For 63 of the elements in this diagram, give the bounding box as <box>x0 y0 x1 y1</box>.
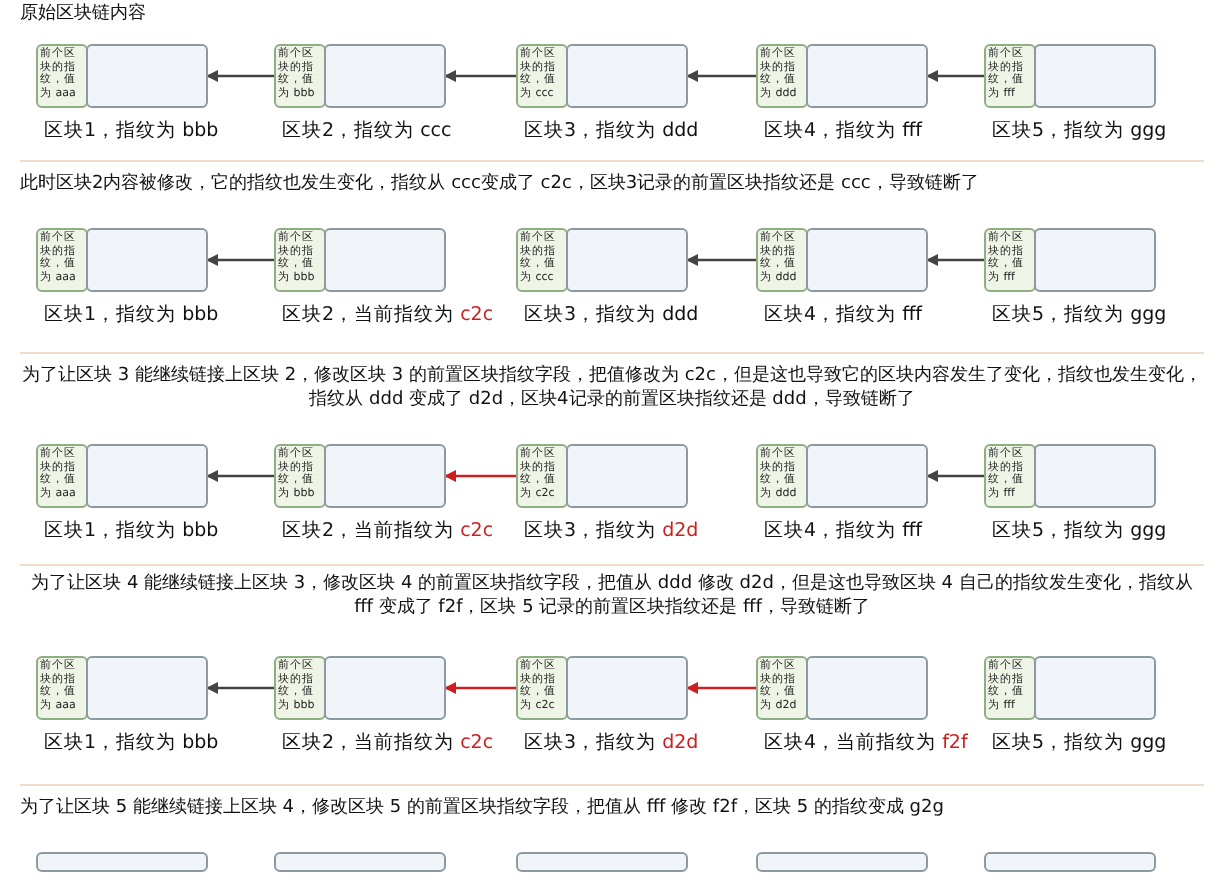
arrow <box>206 682 274 694</box>
arrow <box>686 254 756 266</box>
block-box <box>756 44 928 108</box>
block-box <box>274 228 446 292</box>
block-box <box>36 228 208 292</box>
block-box <box>984 44 1156 108</box>
block-caption: 区块2，当前指纹为 c2c <box>282 518 494 544</box>
arrow <box>686 70 756 82</box>
block-box <box>756 656 928 720</box>
block-box <box>984 444 1156 508</box>
block-box <box>36 852 208 872</box>
arrow <box>444 682 516 694</box>
block-box <box>274 444 446 508</box>
block-box <box>36 44 208 108</box>
arrow <box>926 254 984 266</box>
block-caption: 区块4，指纹为 fff <box>764 302 922 328</box>
block-caption: 区块3，指纹为 ddd <box>524 118 699 144</box>
block-box <box>516 656 688 720</box>
arrow <box>686 682 756 694</box>
block-caption: 区块4，指纹为 fff <box>764 118 922 144</box>
block-box <box>36 444 208 508</box>
block-caption: 区块5，指纹为 ggg <box>992 118 1167 144</box>
block-caption: 区块1，指纹为 bbb <box>44 730 219 756</box>
block-caption: 区块3，指纹为 d2d <box>524 730 699 756</box>
arrow <box>206 470 274 482</box>
arrow <box>206 70 274 82</box>
block-box <box>36 656 208 720</box>
arrow <box>926 470 984 482</box>
block-caption: 区块4，指纹为 fff <box>764 518 922 544</box>
block-caption: 区块1，指纹为 bbb <box>44 302 219 328</box>
explanation-text: 此时区块2内容被修改，它的指纹也发生变化，指纹从 ccc变成了 c2c，区块3记录的前置区块指纹还是 ccc，导致链断了 <box>20 172 981 196</box>
block-caption: 区块1，指纹为 bbb <box>44 118 219 144</box>
block-box <box>516 228 688 292</box>
block-caption: 区块2，指纹为 ccc <box>282 118 452 144</box>
block-caption: 区块1，指纹为 bbb <box>44 518 219 544</box>
block-box <box>756 444 928 508</box>
arrow <box>444 470 516 482</box>
block-caption: 区块2，当前指纹为 c2c <box>282 730 494 756</box>
block-box <box>756 852 928 872</box>
block-caption: 区块3，指纹为 d2d <box>524 518 699 544</box>
block-box <box>274 44 446 108</box>
arrow <box>926 70 984 82</box>
block-box <box>756 228 928 292</box>
block-box <box>516 852 688 872</box>
block-box <box>274 852 446 872</box>
block-box <box>516 44 688 108</box>
block-box <box>274 656 446 720</box>
block-box <box>984 228 1156 292</box>
explanation-text: 为了让区块 3 能继续链接上区块 2，修改区块 3 的前置区块指纹字段，把值修改为 c2c，但是这也导致它的区块内容发生了变化，指纹也发生变化，指纹从 ddd 变成了 d2d，区块4记录的前置区块指纹还是 ddd，导致链断了 <box>20 364 1204 412</box>
block-caption: 区块3，指纹为 ddd <box>524 302 699 328</box>
block-box <box>516 444 688 508</box>
block-caption: 区块5，指纹为 ggg <box>992 730 1167 756</box>
block-caption: 区块2，当前指纹为 c2c <box>282 302 494 328</box>
block-box <box>984 852 1156 872</box>
arrow <box>206 254 274 266</box>
explanation-text: 为了让区块 5 能继续链接上区块 4，修改区块 5 的前置区块指纹字段，把值从 fff 修改 f2f，区块 5 的指纹变成 g2g <box>20 796 946 820</box>
block-caption: 区块5，指纹为 ggg <box>992 302 1167 328</box>
block-box <box>984 656 1156 720</box>
arrow <box>444 70 516 82</box>
block-caption: 区块4，当前指纹为 f2f <box>764 730 968 756</box>
explanation-text: 为了让区块 4 能继续链接上区块 3，修改区块 4 的前置区块指纹字段，把值从 ddd 修改 d2d，但是这也导致区块 4 自己的指纹发生变化，指纹从 fff 变成了 f2f，区块 5 记录的前置区块指纹还是 fff，导致链断了 <box>29 572 1195 620</box>
block-caption: 区块5，指纹为 ggg <box>992 518 1167 544</box>
section-heading: 原始区块链内容 <box>20 2 148 26</box>
